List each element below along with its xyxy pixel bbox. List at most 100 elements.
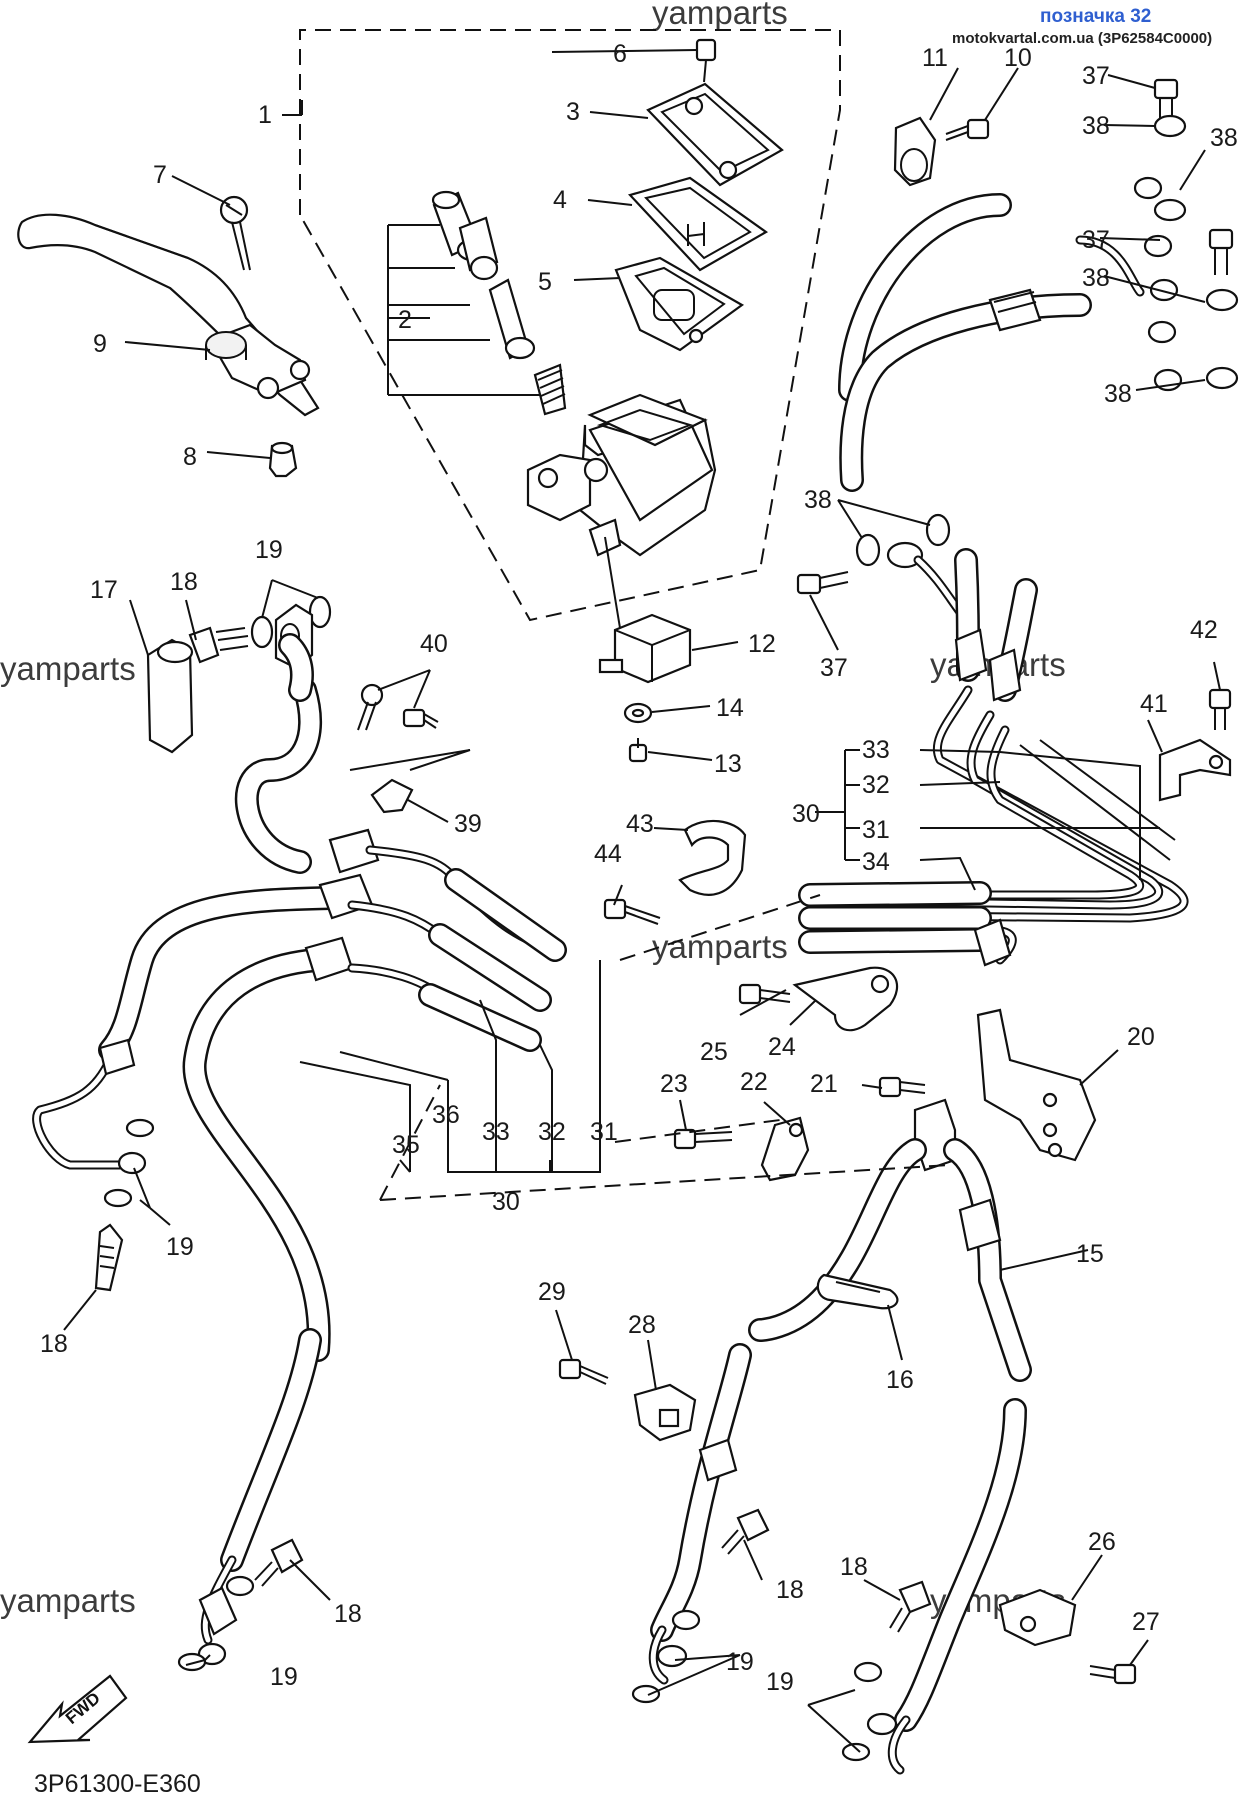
left-brake-line (32, 1038, 155, 1292)
callout-38d: 38 (1104, 380, 1132, 408)
clamp-43 (678, 819, 747, 896)
callout-34: 34 (862, 848, 890, 876)
brake-lever-9 (17, 213, 320, 417)
nut-8 (268, 441, 298, 478)
callout-23: 23 (660, 1070, 688, 1098)
pipes-left-cluster (347, 845, 567, 1052)
master-cylinder-body (526, 393, 717, 557)
right-caliper-bolts-18 (721, 1508, 932, 1633)
callout-31a: 31 (590, 1118, 618, 1146)
callout-37b: 37 (1082, 226, 1110, 254)
bracket-20 (976, 1008, 1097, 1162)
fwd-arrow-icon: FWD (27, 1674, 128, 1744)
bracket-26 (998, 1588, 1077, 1647)
brake-pipe-bundle-30 (798, 685, 1189, 967)
callout-25: 25 (700, 1038, 728, 1066)
callout-32a: 32 (538, 1118, 566, 1146)
callout-19a: 19 (255, 536, 283, 564)
screw-13 (628, 738, 648, 763)
callout-35: 35 (392, 1131, 420, 1159)
callout-31b: 31 (862, 816, 890, 844)
callout-18a: 18 (170, 568, 198, 596)
bracket-24 (792, 966, 899, 1032)
clip-39 (349, 749, 471, 814)
bracket-28 (633, 1383, 697, 1442)
callout-11: 11 (922, 44, 948, 72)
left-lower-hose (177, 1328, 322, 1672)
right-banjo-fittings (1075, 176, 1183, 392)
right-upper-hose (838, 193, 1092, 492)
callout-9: 9 (93, 330, 107, 358)
callout-19b: 19 (166, 1233, 194, 1261)
callout-19c: 19 (270, 1663, 298, 1691)
callout-37c: 37 (820, 654, 848, 682)
bolt-23 (673, 1128, 733, 1150)
callout-38a: 38 (1082, 112, 1110, 140)
hose-clamp-11 (893, 116, 937, 187)
callout-16: 16 (886, 1366, 914, 1394)
callout-19e: 19 (766, 1668, 794, 1696)
diagram-code: 3P61300-E360 (34, 1770, 201, 1798)
brake-switch-12 (598, 536, 692, 684)
callout-labels: 1 2 3 4 5 6 7 8 9 10 11 12 13 14 15 16 1… (40, 40, 1238, 1696)
callout-13: 13 (714, 750, 742, 778)
callout-8: 8 (183, 443, 197, 471)
callout-38b: 38 (1210, 124, 1238, 152)
callout-41: 41 (1140, 690, 1168, 718)
reservoir-cap-3 (646, 82, 784, 187)
callout-38e: 38 (804, 486, 832, 514)
bolt-27 (1089, 1663, 1137, 1685)
washer-14 (623, 702, 653, 724)
callout-37a: 37 (1082, 62, 1110, 90)
bracket-41 (1158, 738, 1232, 802)
leader-lines (63, 49, 1221, 1753)
callout-6: 6 (613, 40, 627, 68)
callout-18b: 18 (40, 1330, 68, 1358)
bolt-42 (1208, 688, 1232, 730)
left-caliper-bolt-18 (254, 1538, 304, 1587)
callout-42: 42 (1190, 616, 1218, 644)
right-caliper-banjos (631, 1609, 911, 1775)
callout-22: 22 (740, 1068, 768, 1096)
callout-18d: 18 (776, 1576, 804, 1604)
callout-15: 15 (1076, 1240, 1104, 1268)
master-cylinder-assembly-outline (299, 29, 841, 622)
callout-44: 44 (594, 840, 622, 868)
callout-14: 14 (716, 694, 744, 722)
callout-10: 10 (1004, 44, 1032, 72)
callout-4: 4 (553, 186, 567, 214)
watermark-center: yamparts (652, 928, 788, 965)
callout-27: 27 (1132, 1608, 1160, 1636)
callout-7: 7 (153, 161, 167, 189)
callout-28: 28 (628, 1311, 656, 1339)
callout-24: 24 (768, 1033, 796, 1061)
pivot-bolt-7 (219, 195, 251, 271)
header-site: motokvartal.com.ua (3P62584C0000) (952, 30, 1212, 47)
upper-hoses-left (98, 633, 380, 1362)
callout-38c: 38 (1082, 264, 1110, 292)
callout-21: 21 (810, 1070, 838, 1098)
bolt-29 (558, 1358, 609, 1385)
header-badge: позначка 32 (1040, 6, 1151, 27)
watermark-top: yamparts (652, 0, 788, 31)
bracket-22 (760, 1116, 810, 1182)
callout-30a: 30 (492, 1188, 520, 1216)
callout-33a: 33 (482, 1118, 510, 1146)
right-lower-hoses (650, 1138, 1032, 1732)
callout-30b: 30 (792, 800, 820, 828)
callout-36: 36 (432, 1101, 460, 1129)
callout-33b: 33 (862, 736, 890, 764)
diaphragm-plate-4 (627, 176, 769, 272)
callout-20: 20 (1127, 1023, 1155, 1051)
callout-18c: 18 (334, 1600, 362, 1628)
callout-26: 26 (1088, 1528, 1116, 1556)
callout-29: 29 (538, 1278, 566, 1306)
callout-39: 39 (454, 810, 482, 838)
watermark-bottom-left: yamparts (0, 1582, 136, 1619)
callout-12: 12 (748, 630, 776, 658)
callout-18e: 18 (840, 1553, 868, 1581)
callout-19d: 19 (726, 1648, 754, 1676)
clamp-16 (816, 1273, 899, 1310)
bolts-40 (357, 683, 439, 731)
